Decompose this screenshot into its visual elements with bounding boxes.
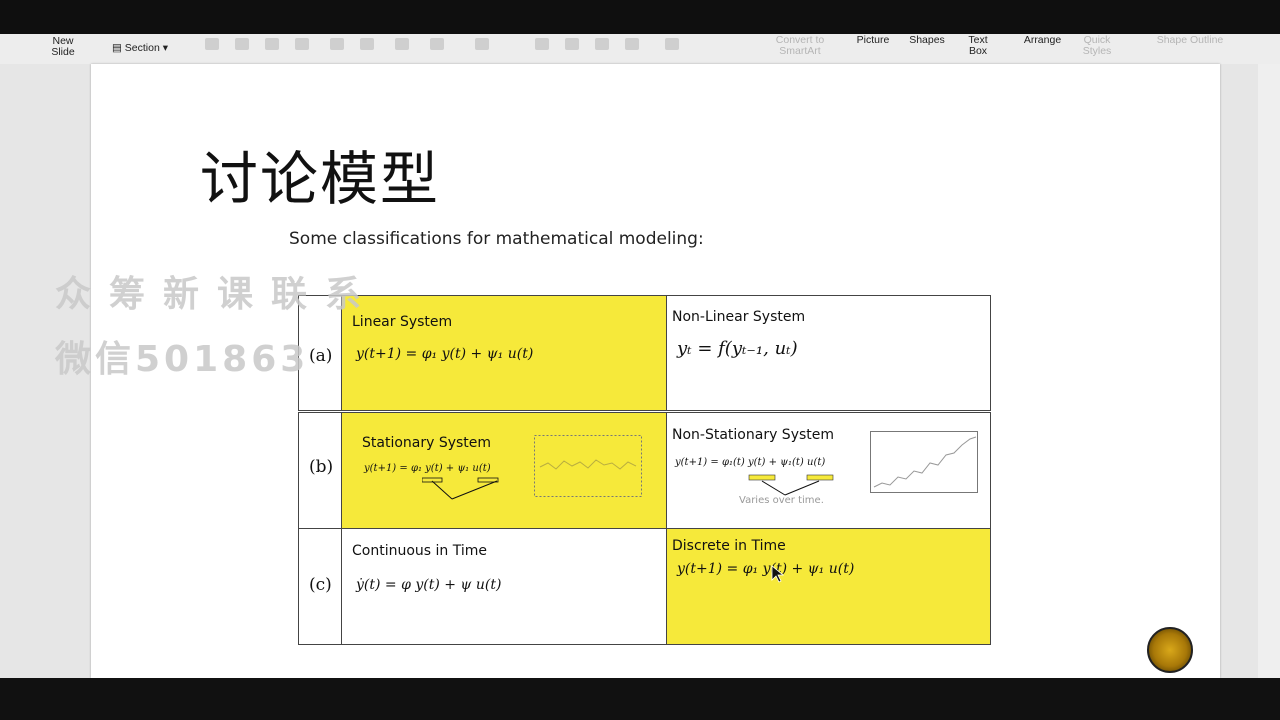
- ribbon-toolbar: New Slide ▤ Section ▾ Convert to SmartAr…: [0, 34, 1280, 65]
- align-right-button[interactable]: [595, 38, 609, 50]
- cell-formula: y(t+1) = φ₁(t) y(t) + ψ₁(t) u(t): [675, 457, 826, 468]
- bold-button[interactable]: [205, 38, 219, 50]
- font-color-button[interactable]: [395, 38, 409, 50]
- text-box-button[interactable]: Text Box: [968, 34, 988, 57]
- row-label: (b): [309, 457, 334, 477]
- classification-table: (a) Linear System y(t+1) = φ₁ y(t) + ψ₁ …: [298, 295, 991, 645]
- stationary-system-cell: Stationary System y(t+1) = φ₁ y(t) + ψ₁ …: [341, 412, 667, 529]
- arrows-icon: [422, 477, 499, 500]
- superscript-button[interactable]: [330, 38, 344, 50]
- align-center-button[interactable]: [565, 38, 579, 50]
- shapes-button[interactable]: Shapes: [909, 34, 945, 46]
- cell-title: Stationary System: [362, 435, 492, 451]
- italic-button[interactable]: [235, 38, 249, 50]
- mouse-cursor-icon: [771, 565, 785, 583]
- picture-button[interactable]: Picture: [856, 34, 890, 46]
- window-bottom-bar: [0, 678, 1280, 720]
- cell-formula: y(t+1) = φ₁ y(t) + ψ₁ u(t): [364, 463, 491, 474]
- subscript-button[interactable]: [360, 38, 374, 50]
- justify-button[interactable]: [625, 38, 639, 50]
- section-button[interactable]: ▤ Section ▾: [111, 42, 169, 54]
- nonlinear-system-cell: Non-Linear System yₜ = f(yₜ₋₁, uₜ): [666, 295, 991, 411]
- stationary-plot: [534, 435, 642, 497]
- watermark-line2: 微信501863: [55, 339, 310, 380]
- slide-subtitle: Some classifications for mathematical mo…: [289, 229, 704, 249]
- cell-formula: yₜ = f(yₜ₋₁, uₜ): [677, 338, 798, 359]
- new-slide-button[interactable]: New Slide: [51, 35, 75, 58]
- section-label: Section: [124, 42, 160, 54]
- watermark-line1: 众筹新课联系: [55, 274, 380, 315]
- cell-formula: y(t+1) = φ₁ y(t) + ψ₁ u(t): [677, 561, 855, 577]
- row-label: (a): [309, 346, 333, 366]
- quick-styles-button[interactable]: Quick Styles: [1082, 34, 1112, 57]
- highlight-button[interactable]: [475, 38, 489, 50]
- section-icon: ▤: [111, 42, 125, 54]
- align-left-button[interactable]: [535, 38, 549, 50]
- underline-button[interactable]: [265, 38, 279, 50]
- window-top-bar: [0, 0, 1280, 34]
- slide-title: 讨论模型: [200, 145, 441, 213]
- cell-title: Continuous in Time: [352, 543, 487, 559]
- arrows-icon: [748, 474, 834, 496]
- cell-formula: ẏ(t) = φ y(t) + ψ u(t): [356, 577, 502, 593]
- columns-button[interactable]: [665, 38, 679, 50]
- row-label-cell: (a): [298, 295, 342, 411]
- nonstationary-plot: [870, 431, 978, 493]
- logo-icon: [1147, 627, 1193, 673]
- cell-title: Discrete in Time: [672, 538, 786, 554]
- convert-smartart-button[interactable]: Convert to SmartArt: [775, 34, 825, 57]
- row-label-cell: (c): [298, 528, 342, 645]
- row-label-cell: (b): [298, 412, 342, 529]
- shape-outline-button[interactable]: Shape Outline: [1156, 34, 1224, 46]
- font-size-button[interactable]: [430, 38, 444, 50]
- row-label: (c): [309, 575, 332, 595]
- continuous-time-cell: Continuous in Time ẏ(t) = φ y(t) + ψ u(t…: [341, 528, 667, 645]
- nonstationary-system-cell: Non-Stationary System y(t+1) = φ₁(t) y(t…: [666, 412, 991, 529]
- cell-note: Varies over time.: [739, 495, 824, 506]
- strikethrough-button[interactable]: [295, 38, 309, 50]
- cell-title: Non-Stationary System: [672, 427, 835, 443]
- arrange-button[interactable]: Arrange: [1023, 34, 1062, 46]
- cell-formula: y(t+1) = φ₁ y(t) + ψ₁ u(t): [356, 346, 534, 362]
- vertical-scrollbar[interactable]: [1258, 64, 1280, 678]
- linear-system-cell: Linear System y(t+1) = φ₁ y(t) + ψ₁ u(t): [341, 295, 667, 411]
- cell-title: Non-Linear System: [672, 309, 806, 325]
- discrete-time-cell: Discrete in Time y(t+1) = φ₁ y(t) + ψ₁ u…: [666, 528, 991, 645]
- cell-title: Linear System: [352, 314, 453, 330]
